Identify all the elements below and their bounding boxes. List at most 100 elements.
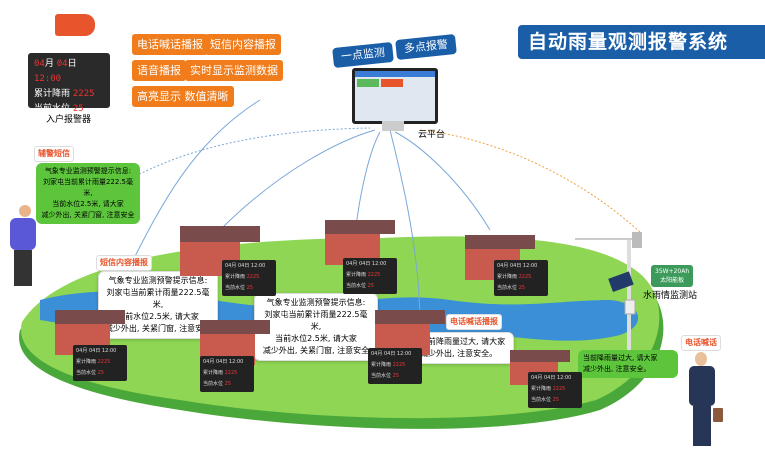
mini-led-rain-label: 累计降雨 bbox=[203, 370, 224, 376]
mini-led-rain-label: 累计降雨 bbox=[531, 386, 552, 392]
house-led-display: 04月 04日 12:00 累计降雨 2225 当前水位 25 bbox=[200, 356, 254, 392]
mini-led-water-label: 当前水位 bbox=[531, 397, 552, 403]
house-led-display: 04月 04日 12:00 累计降雨 2225 当前水位 25 bbox=[368, 348, 422, 384]
mini-led-rain-label: 累计降雨 bbox=[225, 274, 246, 280]
bubble-line: 减少外出, 关紧门窗, 注意安全 bbox=[104, 324, 212, 333]
center-warning-bubble: 气象专业监测预警提示信息: 刘家屯当前累计雨量222.5毫米, 当前水位2.5米… bbox=[254, 293, 378, 361]
sms-alert-tag: 辅警短信 bbox=[34, 146, 74, 162]
bubble-line: 气象专业监测预警提示信息: bbox=[266, 298, 366, 307]
mini-led-date: 04月 04日 12:00 bbox=[371, 351, 412, 357]
bubble-line: 刘家屯当前累计雨量222.5毫米, bbox=[42, 178, 134, 197]
mini-led-rain-value: 2225 bbox=[246, 274, 260, 280]
cloud-platform-label: 云平台 bbox=[418, 130, 446, 140]
signal-line bbox=[394, 131, 491, 231]
house-led-display: 04月 04日 12:00 累计降雨 2225 当前水位 25 bbox=[528, 372, 582, 408]
businessman-on-phone-icon bbox=[685, 352, 719, 452]
bubble-line: 当前降雨量过大, 请大家 bbox=[420, 337, 506, 346]
feature-tag: 语音播报 bbox=[132, 60, 186, 81]
feature-tag: 短信内容播报 bbox=[205, 34, 281, 55]
led-water-label: 当前水位 bbox=[34, 104, 71, 114]
station-label: 水雨情监测站 bbox=[643, 291, 698, 301]
led-water-value: 25 bbox=[72, 104, 84, 114]
monitor-stand bbox=[382, 121, 404, 131]
bubble-line: 减少外出, 注意安全。 bbox=[420, 349, 498, 358]
sms-broadcast-tag: 短信内容播报 bbox=[96, 255, 152, 271]
mini-led-water-value: 25 bbox=[224, 381, 231, 387]
station-arm bbox=[575, 238, 635, 240]
mini-led-date: 04月 04日 12:00 bbox=[531, 375, 572, 381]
mini-led-water-value: 25 bbox=[552, 397, 559, 403]
bubble-line: 当前水位2.5米, 请大家 bbox=[117, 312, 199, 321]
rain-gauge bbox=[632, 232, 642, 248]
mini-led-rain-label: 累计降雨 bbox=[76, 359, 97, 365]
alarm-device-label: 入户报警器 bbox=[46, 115, 92, 125]
phone-broadcast-tag: 电话喊话播报 bbox=[446, 314, 502, 330]
mini-led-water-label: 当前水位 bbox=[76, 370, 97, 376]
mini-led-rain-value: 2225 bbox=[367, 272, 381, 278]
page-title: 自动雨量观测报警系统 bbox=[518, 25, 765, 59]
mini-led-water-value: 25 bbox=[392, 373, 399, 379]
mini-led-water-value: 25 bbox=[518, 285, 525, 291]
bubble-line: 当前水位2.5米, 请大家 bbox=[52, 200, 124, 208]
mini-led-rain-value: 2225 bbox=[224, 370, 238, 376]
house-led-display: 04月 04日 12:00 累计降雨 2225 当前水位 25 bbox=[343, 258, 397, 294]
horn-speaker-icon bbox=[55, 14, 95, 36]
person-with-phone-icon bbox=[10, 205, 40, 290]
mini-led-rain-label: 累计降雨 bbox=[371, 362, 392, 368]
mini-led-date: 04月 04日 12:00 bbox=[203, 359, 244, 365]
house-led-display: 04月 04日 12:00 累计降雨 2225 当前水位 25 bbox=[494, 260, 548, 296]
mini-led-water-value: 25 bbox=[246, 285, 253, 291]
led-day: 04 bbox=[56, 59, 68, 69]
mini-led-water-value: 25 bbox=[97, 370, 104, 376]
house bbox=[325, 220, 395, 265]
alarm-led-display: 04月 04日 12:00 累计降雨 2225 当前水位 25 bbox=[28, 53, 110, 114]
bubble-line: 减少外出, 关紧门窗, 注意安全 bbox=[262, 346, 370, 355]
led-month: 04 bbox=[34, 59, 45, 69]
mini-led-date: 04月 04日 12:00 bbox=[346, 261, 387, 267]
bubble-line: 当前水位2.5米, 请大家 bbox=[275, 334, 357, 343]
bubble-line: 减少外出, 关紧门窗, 注意安全 bbox=[41, 211, 135, 219]
solar-label: 太阳能板 bbox=[660, 277, 685, 284]
bubble-line: 刘家屯当前累计雨量222.5毫米, bbox=[106, 288, 210, 309]
phone-call-bubble: 当前降雨量过大, 请大家 减少外出, 注意安全。 bbox=[578, 350, 678, 378]
house-led-display: 04月 04日 12:00 累计降雨 2225 当前水位 25 bbox=[222, 260, 276, 296]
solar-panel-tag: 35W+20Ah 太阳能板 bbox=[651, 265, 694, 287]
station-pole bbox=[627, 240, 631, 355]
house-led-display: 04月 04日 12:00 累计降雨 2225 当前水位 25 bbox=[73, 345, 127, 381]
mini-led-rain-value: 2225 bbox=[552, 386, 566, 392]
signal-line bbox=[389, 129, 421, 326]
mini-led-water-value: 25 bbox=[367, 283, 374, 289]
monitor-icon bbox=[352, 68, 438, 124]
station-box bbox=[624, 299, 636, 315]
bubble-line: 当前降雨量过大, 请大家 bbox=[583, 354, 658, 362]
solar-panel-icon bbox=[608, 271, 634, 292]
mini-led-water-label: 当前水位 bbox=[225, 285, 246, 291]
sms-broadcast-bubble: 气象专业监测预警提示信息: 刘家屯当前累计雨量222.5毫米, 当前水位2.5米… bbox=[98, 271, 218, 339]
led-rain-label: 累计降雨 bbox=[34, 89, 71, 99]
mini-led-water-label: 当前水位 bbox=[497, 285, 518, 291]
bubble-line: 气象专业监测预警提示信息: bbox=[108, 276, 208, 285]
feature-tag: 实时显示监测数据 bbox=[185, 60, 283, 81]
led-day-unit: 日 bbox=[67, 59, 77, 69]
bubble-line: 气象专业监测预警提示信息: bbox=[44, 167, 132, 175]
mini-led-date: 04月 04日 12:00 bbox=[497, 263, 538, 269]
mini-led-rain-label: 累计降雨 bbox=[497, 274, 518, 280]
bubble-line: 减少外出, 注意安全。 bbox=[583, 365, 651, 373]
solar-spec: 35W+20Ah bbox=[655, 268, 690, 275]
mini-led-rain-value: 2225 bbox=[392, 362, 406, 368]
phone-call-tag: 电话喊话 bbox=[681, 335, 721, 351]
bubble-line: 刘家屯当前累计雨量222.5毫米, bbox=[264, 310, 368, 331]
feature-tag: 高亮显示 数值清晰 bbox=[132, 86, 234, 107]
sms-alert-bubble: 气象专业监测预警提示信息: 刘家屯当前累计雨量222.5毫米, 当前水位2.5米… bbox=[36, 163, 140, 224]
phone-broadcast-bubble: 当前降雨量过大, 请大家 减少外出, 注意安全。 bbox=[414, 332, 514, 364]
led-time: 12:00 bbox=[34, 74, 62, 84]
mini-led-date: 04月 04日 12:00 bbox=[225, 263, 266, 269]
feature-tag: 电话喊话播报 bbox=[132, 34, 208, 55]
mini-led-rain-label: 累计降雨 bbox=[346, 272, 367, 278]
mini-led-rain-value: 2225 bbox=[518, 274, 532, 280]
mini-led-water-label: 当前水位 bbox=[203, 381, 224, 387]
led-rain-value: 2225 bbox=[72, 89, 95, 99]
led-month-unit: 月 bbox=[44, 59, 54, 69]
briefcase-icon bbox=[713, 408, 723, 422]
signal-line bbox=[219, 129, 376, 231]
